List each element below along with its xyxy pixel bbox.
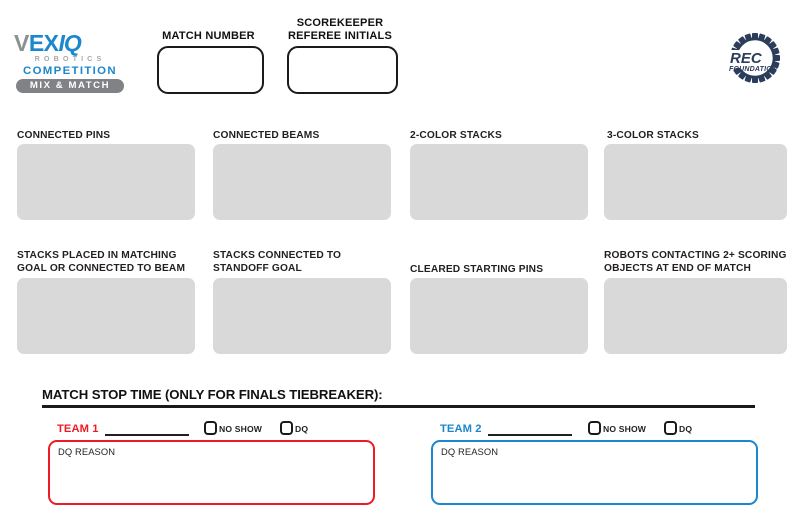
field-input-connected-pins[interactable] <box>17 144 195 220</box>
match-stop-time-divider <box>42 405 755 408</box>
team-2-number-blank[interactable] <box>488 434 572 436</box>
team-2-no-show-label: NO SHOW <box>603 424 647 434</box>
match-stop-time-heading: MATCH STOP TIME (ONLY FOR FINALS TIEBREA… <box>42 387 383 402</box>
team-2-dq-checkbox[interactable] <box>664 421 677 435</box>
team-2-dq-label: DQ <box>679 424 693 434</box>
field-input-3-color-stacks[interactable] <box>604 144 787 220</box>
field-label-2-color-stacks: 2-COLOR STACKS <box>410 130 502 141</box>
team-1-no-show-label: NO SHOW <box>219 424 263 434</box>
team-2-dq-reason-input[interactable] <box>431 440 758 505</box>
field-label-connected-beams: CONNECTED BEAMS <box>213 130 320 141</box>
team-1-label: TEAM 1 <box>57 423 99 435</box>
team-1-dq-reason-input[interactable] <box>48 440 375 505</box>
field-input-connected-beams[interactable] <box>213 144 391 220</box>
field-label-3-color-stacks: 3-COLOR STACKS <box>607 130 699 141</box>
scorekeeper-initials-input[interactable] <box>287 46 398 94</box>
field-label-connected-pins: CONNECTED PINS <box>17 130 111 141</box>
scorekeeper-label-line1: SCOREKEEPER <box>296 17 384 29</box>
field-label-stacks-matching-goal-line2: GOAL OR CONNECTED TO BEAM <box>17 263 186 274</box>
field-input-2-color-stacks[interactable] <box>410 144 588 220</box>
vex-logo-competition-text: COMPETITION <box>23 65 117 77</box>
team-1-dq-reason-label: DQ REASON <box>58 446 116 457</box>
field-label-robots-contacting-line1: ROBOTS CONTACTING 2+ SCORING <box>604 250 787 261</box>
team-2-label: TEAM 2 <box>440 423 482 435</box>
scorekeeper-label-line2: REFEREE INITIALS <box>287 30 393 42</box>
field-input-robots-contacting[interactable] <box>604 278 787 354</box>
field-input-stacks-matching-goal[interactable] <box>17 278 195 354</box>
field-label-cleared-starting-pins: CLEARED STARTING PINS <box>410 264 544 275</box>
vex-logo-ex: EX <box>28 30 59 56</box>
field-label-stacks-matching-goal-line1: STACKS PLACED IN MATCHING <box>17 250 177 261</box>
field-label-stacks-standoff-goal-line1: STACKS CONNECTED TO <box>213 250 342 261</box>
team-1-no-show-checkbox[interactable] <box>204 421 217 435</box>
team-1-number-blank[interactable] <box>105 434 189 436</box>
vex-logo-robotics-text: ROBOTICS <box>34 54 106 63</box>
rec-foundation-logo: REC FOUNDATION <box>722 32 788 84</box>
team-1-dq-checkbox[interactable] <box>280 421 293 435</box>
vex-logo-v: V <box>14 30 29 56</box>
field-input-cleared-starting-pins[interactable] <box>410 278 588 354</box>
rec-logo-foundation-text: FOUNDATION <box>729 66 778 73</box>
team-2-dq-reason-label: DQ REASON <box>441 446 499 457</box>
vex-wordmark: VEXIQ <box>14 30 126 56</box>
match-number-label: MATCH NUMBER <box>162 30 255 42</box>
team-1-dq-label: DQ <box>295 424 309 434</box>
vex-logo-mix-and-match-badge: MIX & MATCH <box>16 79 124 93</box>
field-input-stacks-standoff-goal[interactable] <box>213 278 391 354</box>
field-label-stacks-standoff-goal-line2: STANDOFF GOAL <box>213 263 302 274</box>
vex-iq-competition-logo: VEXIQ ROBOTICS COMPETITION MIX & MATCH <box>14 32 126 93</box>
rec-foundation-gear-icon: REC FOUNDATION <box>728 33 780 83</box>
rec-logo-rec-text: REC <box>730 50 763 67</box>
field-label-robots-contacting-line2: OBJECTS AT END OF MATCH <box>604 263 752 274</box>
team-2-no-show-checkbox[interactable] <box>588 421 601 435</box>
vex-logo-iq: IQ <box>58 30 82 56</box>
match-number-input[interactable] <box>157 46 264 94</box>
